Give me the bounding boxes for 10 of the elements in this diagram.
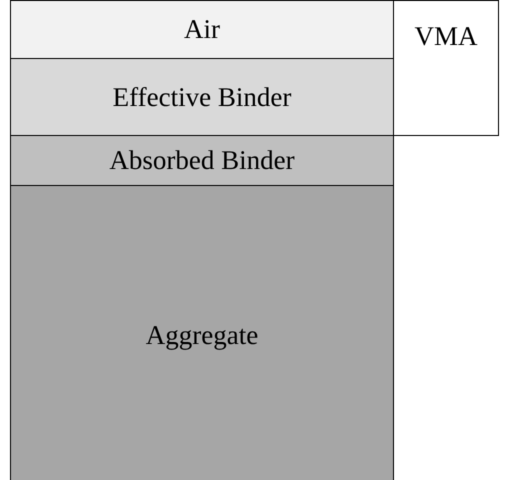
layer-band bbox=[10, 185, 394, 480]
layer-band bbox=[10, 135, 394, 186]
bracket-box bbox=[393, 0, 499, 136]
layer-label: Effective Binder bbox=[112, 82, 292, 112]
layer-label: Air bbox=[184, 14, 220, 45]
layer-label: Absorbed Binder bbox=[109, 145, 295, 176]
layer-band bbox=[10, 0, 394, 59]
layer-label: VMA bbox=[414, 21, 478, 52]
layer-band bbox=[10, 58, 394, 136]
layer-label: Aggregate bbox=[146, 320, 258, 350]
